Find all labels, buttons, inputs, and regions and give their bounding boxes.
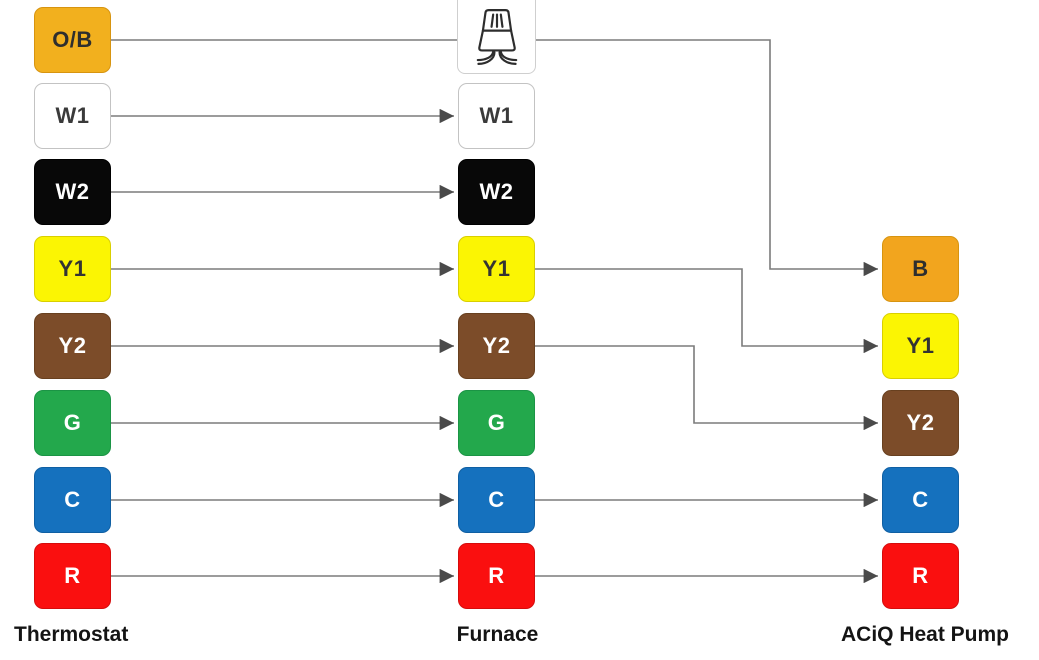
terminal-heatpump-y2: Y2 — [882, 390, 959, 456]
terminal-thermostat-y2: Y2 — [34, 313, 111, 379]
terminal-thermostat-w2: W2 — [34, 159, 111, 225]
terminal-furnace-r: R — [458, 543, 535, 609]
terminal-furnace-y1: Y1 — [458, 236, 535, 302]
terminal-thermostat-ob: O/B — [34, 7, 111, 73]
terminal-heatpump-c: C — [882, 467, 959, 533]
terminal-heatpump-y1: Y1 — [882, 313, 959, 379]
column-label-thermostat: Thermostat — [14, 623, 129, 646]
terminal-furnace-g: G — [458, 390, 535, 456]
terminal-thermostat-r: R — [34, 543, 111, 609]
wire-nut-box — [457, 0, 536, 74]
terminal-thermostat-y1: Y1 — [34, 236, 111, 302]
terminal-furnace-y2: Y2 — [458, 313, 535, 379]
terminal-thermostat-g: G — [34, 390, 111, 456]
terminal-thermostat-w1: W1 — [34, 83, 111, 149]
column-label-heat-pump: ACiQ Heat Pump — [840, 623, 1010, 646]
column-label-furnace: Furnace — [456, 623, 539, 646]
terminal-thermostat-c: C — [34, 467, 111, 533]
terminal-furnace-c: C — [458, 467, 535, 533]
terminal-furnace-w1: W1 — [458, 83, 535, 149]
wire-ob-to-b — [111, 39, 878, 277]
wire-y2-to-hp — [535, 345, 878, 431]
terminal-heatpump-b: B — [882, 236, 959, 302]
terminal-furnace-w2: W2 — [458, 159, 535, 225]
terminal-heatpump-r: R — [882, 543, 959, 609]
wire-y1-to-hp — [535, 268, 878, 354]
wire-nut-icon — [476, 9, 517, 65]
